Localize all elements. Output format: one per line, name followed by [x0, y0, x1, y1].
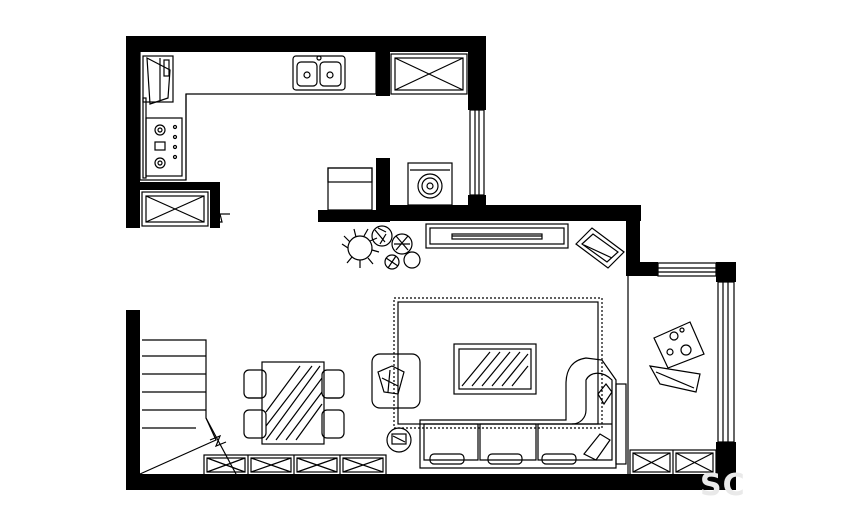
cabinet — [203, 449, 717, 476]
storage-box — [327, 167, 373, 211]
armchair-icon — [648, 321, 705, 393]
plant-icon — [341, 225, 421, 270]
sink-icon — [292, 55, 346, 91]
picture-frame — [575, 227, 625, 269]
coffee-table — [453, 343, 537, 395]
window-icon — [469, 109, 735, 443]
door-icon — [218, 213, 230, 223]
walls — [126, 36, 736, 490]
stove-icon — [145, 117, 183, 177]
stair-icon — [139, 339, 237, 475]
dining-table-icon — [243, 361, 345, 445]
armchair-icon — [371, 353, 421, 409]
watermark: SC — [700, 468, 746, 503]
sofa-icon — [419, 357, 627, 469]
telephone-icon — [386, 427, 412, 453]
washing-machine-icon — [407, 162, 453, 206]
cabinet — [141, 53, 468, 227]
range-hood-icon — [142, 55, 174, 105]
rug-icon — [393, 297, 603, 429]
tv-icon — [425, 223, 569, 249]
